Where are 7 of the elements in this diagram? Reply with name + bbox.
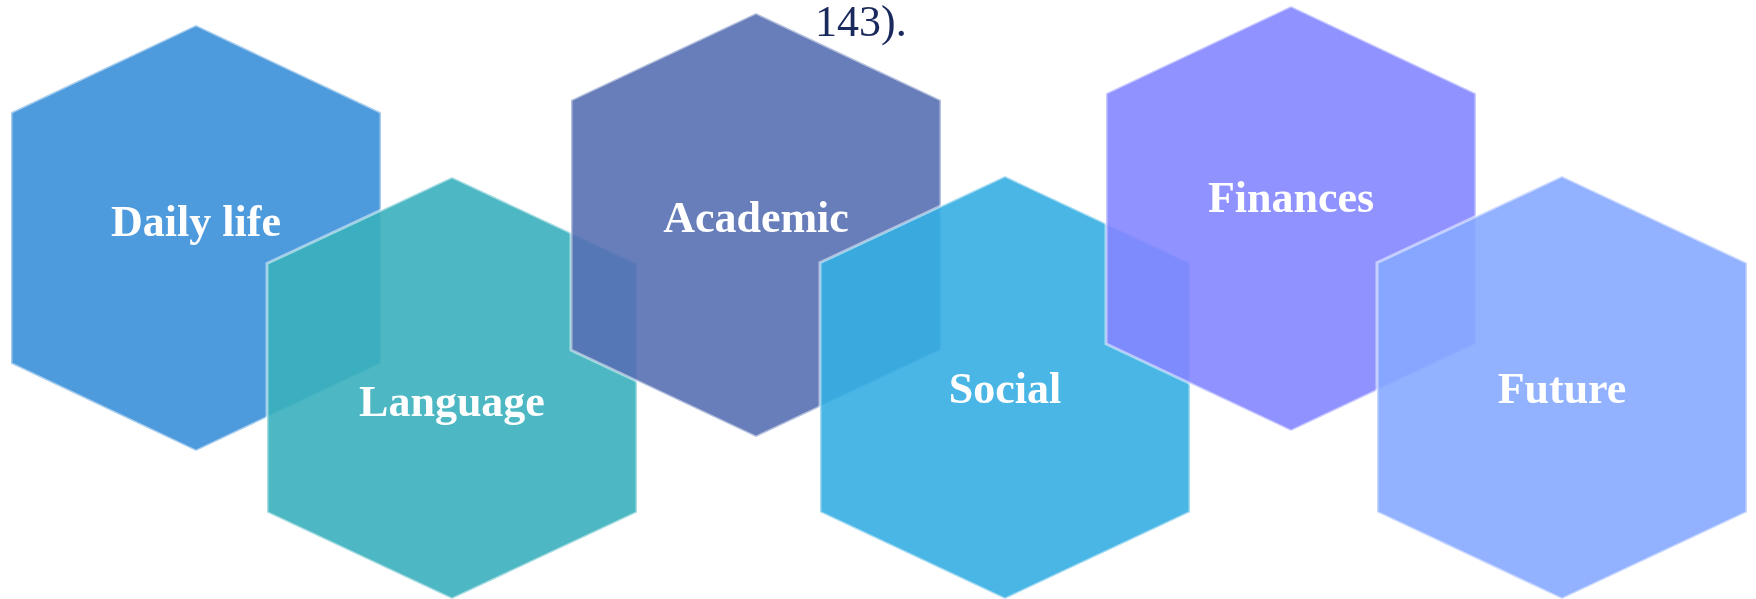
hexagon-label: Social (947, 362, 1063, 413)
hexagon-label: Finances (1206, 171, 1376, 223)
text-fragment: 143). (815, 0, 907, 44)
hexagon-label: Language (358, 375, 546, 427)
hexagon-label: Academic (662, 191, 850, 242)
hexagon-label: Future (1496, 362, 1628, 413)
hexagon-label: Daily life (110, 195, 282, 247)
